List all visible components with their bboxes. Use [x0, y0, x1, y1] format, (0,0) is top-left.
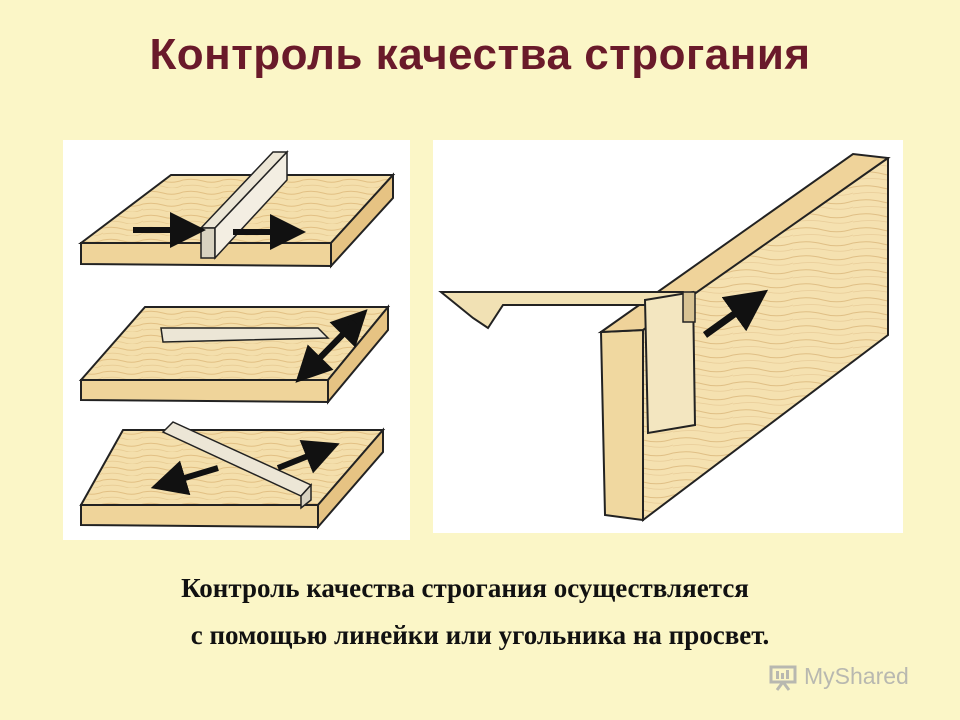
board-top: [78, 150, 396, 269]
caption-line-2: с помощью линейки или угольника на просв…: [190, 620, 770, 650]
board-middle: [78, 304, 391, 405]
board-bottom: [79, 421, 386, 530]
caption-line-1: Контроль качества строгания осуществляет…: [181, 573, 749, 603]
ruler-boards-drawing: [78, 150, 396, 530]
watermark: MyShared: [768, 660, 909, 692]
presentation-board-icon: [769, 665, 797, 691]
square-board-drawing: [438, 152, 891, 523]
slide-title: Контроль качества строгания: [149, 30, 811, 79]
square-check-illustration: [433, 140, 903, 533]
watermark-text: MyShared: [804, 662, 909, 689]
ruler-check-illustration: [63, 140, 410, 540]
